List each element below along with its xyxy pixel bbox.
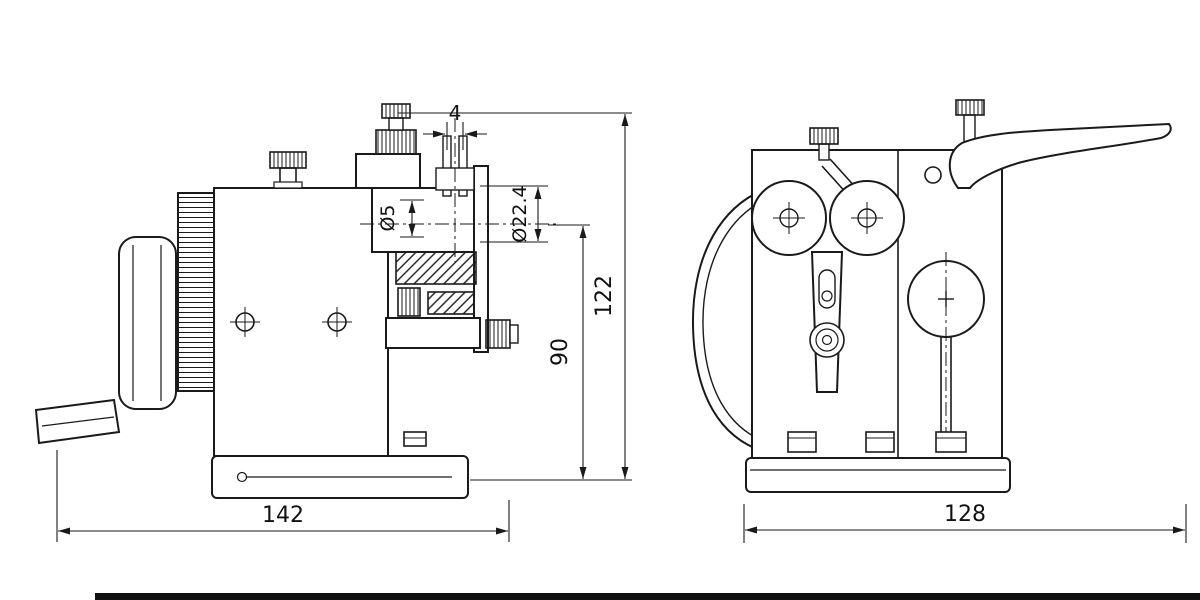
mount-hole-left (230, 307, 260, 337)
handwheel-assembly (34, 192, 215, 445)
adjust-knurled-wheel (375, 129, 417, 155)
foot-block-mid (865, 431, 895, 453)
dimension-length: 142 (56, 450, 510, 542)
bottom-black-bar (95, 593, 1200, 600)
mid-housing (371, 187, 475, 253)
knurled-column (177, 192, 215, 392)
adjust-screw-stem (388, 117, 404, 131)
lower-housing (385, 317, 481, 349)
dim-90-label: 90 (548, 338, 573, 366)
swing-arm (809, 251, 845, 393)
dimension-bore-small: Ø5 (377, 199, 424, 238)
top-knurled-screw (269, 151, 307, 169)
dim-142-label: 142 (262, 503, 304, 528)
feed-rod (935, 337, 967, 453)
dimension-front-width: 128 (743, 502, 1187, 543)
adjust-knurled-cap (381, 103, 411, 119)
lower-screw (403, 431, 427, 447)
mount-hole-right (322, 307, 352, 337)
base-slot-hole (236, 471, 248, 483)
base-plate-front (745, 457, 1011, 493)
dimension-center-height: 90 (548, 224, 590, 479)
upper-housing (355, 153, 421, 189)
bushing-hatched (427, 291, 475, 315)
handwheel-rim (118, 236, 177, 410)
pulley-left (751, 180, 827, 256)
knurled-sleeve (397, 287, 421, 317)
dim-128-label: 128 (944, 502, 986, 527)
front-top-knob (809, 127, 839, 161)
arm-slot-pin (821, 290, 833, 302)
front-view: 128 (691, 99, 1187, 543)
top-screw-flange (273, 181, 303, 189)
arm-slot (818, 269, 836, 309)
side-knob-cap (509, 324, 519, 344)
dim-122-label: 122 (592, 275, 617, 317)
foot-block-left (787, 431, 817, 453)
dimension-total-height: 122 (398, 112, 632, 481)
clamp-block-hatched (395, 251, 477, 285)
crank-handle-line (41, 416, 115, 427)
side-knurled-knob (485, 319, 511, 349)
base-plate-side (211, 455, 469, 499)
side-view: 4 Ø5 Ø22.4 122 90 (34, 101, 632, 542)
dim-dia22-label: Ø22.4 (509, 185, 531, 242)
pivot-hole (924, 166, 942, 184)
dim-dia5-label: Ø5 (377, 204, 399, 231)
pulley-right (829, 180, 905, 256)
spindle-head (355, 103, 556, 353)
dimension-bore-large: Ø22.4 (480, 185, 548, 243)
main-body (213, 151, 427, 457)
drive-belt (691, 181, 793, 455)
lever-arm (948, 99, 1172, 189)
arm-boss-hole (821, 334, 833, 346)
lever-body (948, 122, 1172, 189)
lever-knurled-knob (955, 99, 985, 116)
